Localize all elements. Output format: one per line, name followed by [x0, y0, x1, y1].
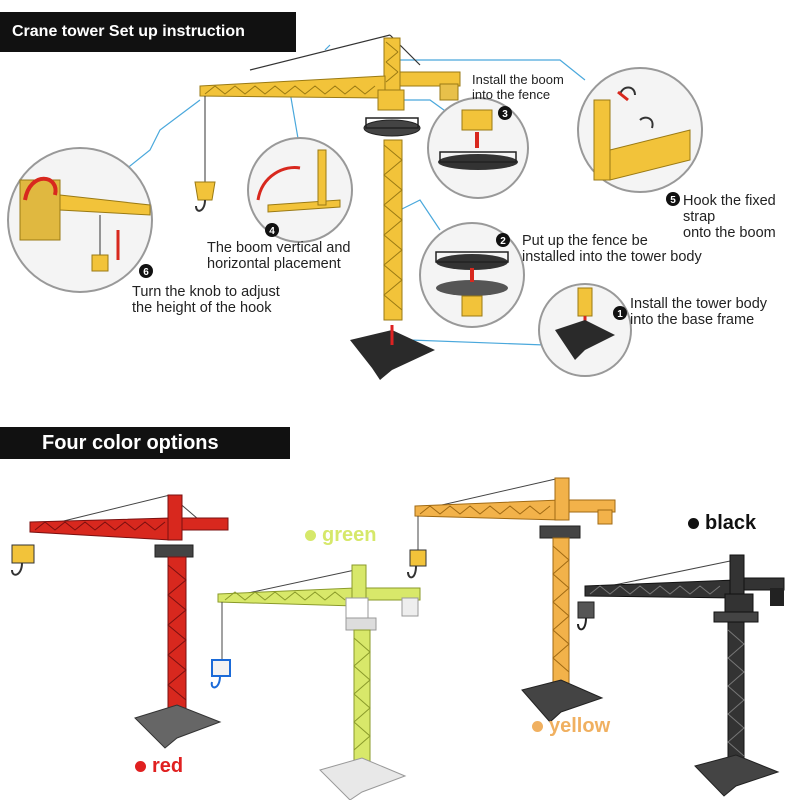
yellow-dot-icon — [532, 721, 543, 733]
step-3-illustration — [427, 97, 529, 199]
color-option-black: black — [688, 512, 756, 535]
black-label: black — [705, 512, 757, 534]
step-4-label: The boom vertical and horizontal placeme… — [207, 240, 350, 272]
green-crane — [210, 564, 421, 800]
red-label: red — [152, 755, 184, 777]
step-1-line-2: into the base frame — [630, 312, 755, 328]
step-5-line-2: onto the boom — [683, 225, 776, 241]
step-1-line-1: Install the tower body — [630, 296, 768, 312]
color-option-red: red — [135, 755, 183, 778]
yellow-label: yellow — [549, 715, 611, 737]
step-3-number: 3 — [502, 109, 508, 120]
step-1-illustration — [538, 283, 632, 377]
step-4-line-1: The boom vertical and — [207, 240, 351, 256]
step-3-label: Install the boom into the fence — [472, 72, 564, 102]
step-1-number: 1 — [617, 309, 623, 320]
step-5-line-1: Hook the fixed strap — [683, 193, 776, 225]
step-5-number: 5 — [670, 195, 676, 206]
step-4-illustration — [247, 137, 353, 243]
step-4-line-2: horizontal placement — [207, 256, 341, 272]
step-6-line-2: the height of the hook — [132, 300, 272, 316]
step-6-illustration — [7, 147, 153, 293]
green-dot-icon — [305, 530, 316, 542]
color-options-banner: Four color options — [0, 427, 290, 459]
step-5-label: Hook the fixed strap onto the boom — [663, 193, 800, 241]
step-3-line-1: Install the boom — [472, 72, 564, 87]
step-3-line-2: into the fence — [472, 87, 551, 102]
step-2-line-2: installed into the tower body — [522, 249, 702, 265]
step-4-number: 4 — [269, 226, 275, 237]
step-6-label: Turn the knob to adjust the height of th… — [132, 284, 280, 316]
yellow-crane — [407, 477, 616, 723]
main-crane — [194, 34, 461, 380]
step-2-number: 2 — [500, 236, 506, 247]
instruction-title-banner: Crane tower Set up instruction — [0, 12, 296, 52]
step-6-line-1: Turn the knob to adjust — [132, 284, 280, 300]
step-1-label: Install the tower body into the base fra… — [630, 296, 767, 328]
black-crane — [577, 554, 785, 797]
step-2-illustration — [419, 222, 525, 328]
color-option-yellow: yellow — [532, 715, 610, 738]
color-option-green: green — [305, 524, 376, 547]
black-dot-icon — [688, 518, 699, 530]
step-badges: 1 2 3 4 5 6 — [139, 106, 680, 320]
instruction-title: Crane tower Set up instruction — [12, 23, 245, 40]
red-dot-icon — [135, 761, 146, 773]
green-label: green — [322, 524, 377, 546]
red-crane — [11, 494, 229, 749]
step-2-label: Put up the fence be installed into the t… — [522, 233, 702, 265]
color-options-title: Four color options — [42, 432, 219, 454]
assembly-illustration: 1 2 3 4 5 6 — [7, 34, 703, 380]
step-5-illustration — [577, 67, 703, 193]
step-2-line-1: Put up the fence be — [522, 233, 648, 249]
step-6-number: 6 — [143, 267, 149, 278]
